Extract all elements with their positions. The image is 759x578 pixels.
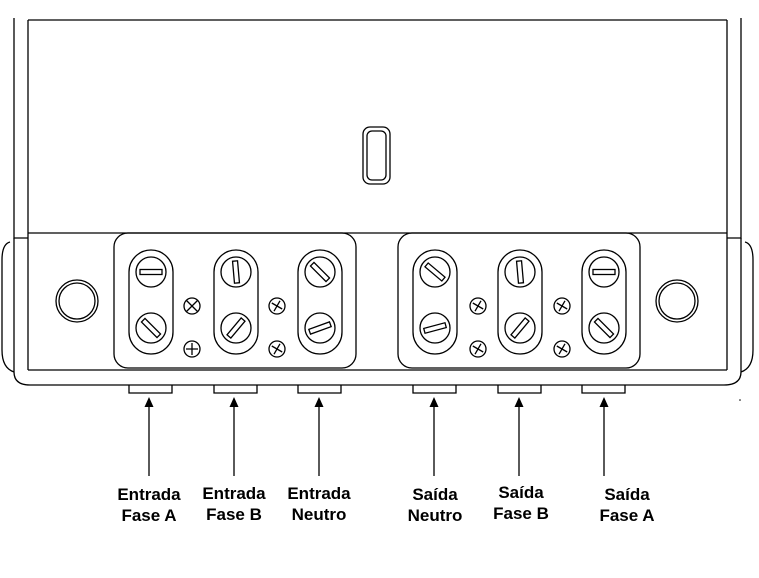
mounting-hole-icon [55, 279, 699, 323]
slot-screw-icon [135, 256, 620, 344]
phillips-screw-icon [183, 297, 571, 358]
wire-entry-tabs [128, 385, 626, 394]
arrow-up-icon [148, 404, 605, 476]
terminal-block-output [397, 232, 641, 369]
display-window-icon [362, 126, 391, 185]
terminal-block-input [113, 232, 357, 369]
terminal-capsules [128, 249, 627, 355]
